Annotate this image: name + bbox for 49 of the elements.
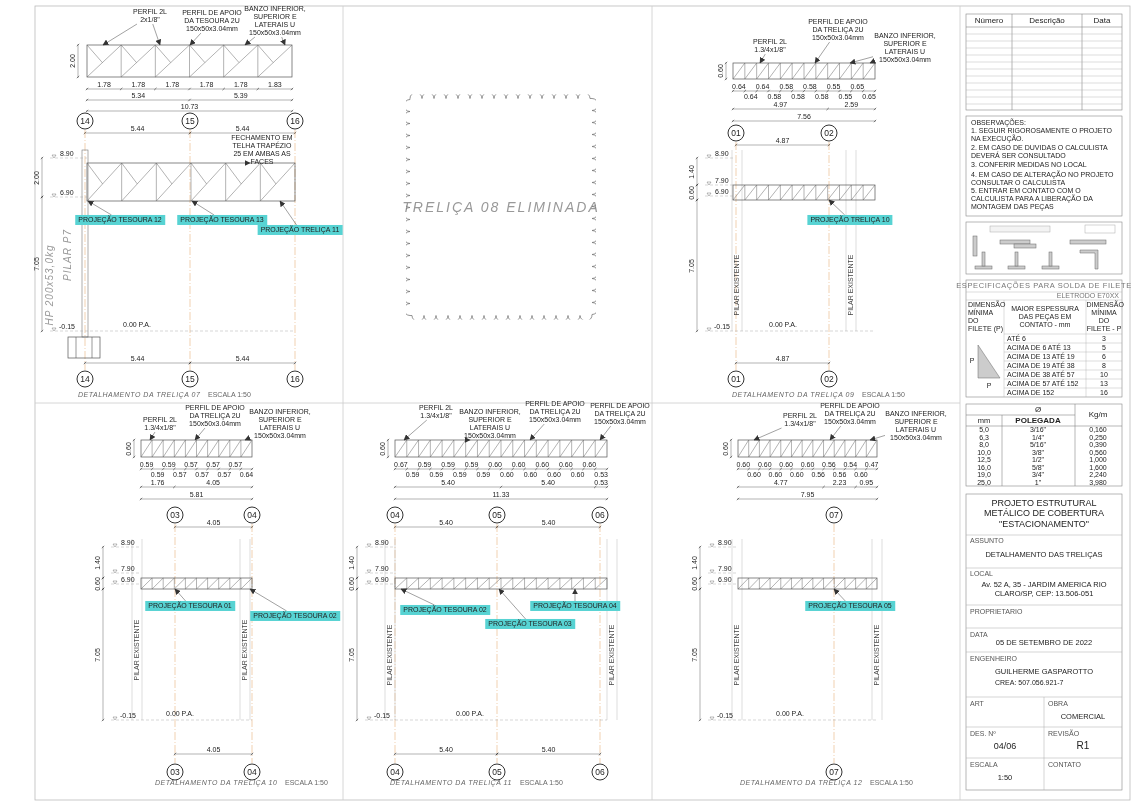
leader-line bbox=[869, 58, 877, 64]
grid-bubble: 04 bbox=[386, 506, 404, 524]
grid-bubble: 03 bbox=[166, 506, 184, 524]
leader-line bbox=[465, 437, 471, 443]
pillar-label: PILAR P7 bbox=[62, 229, 74, 281]
truss-drawing bbox=[394, 439, 608, 458]
grid-bubble: 05 bbox=[488, 763, 506, 781]
grid-bubble: 02 bbox=[820, 124, 838, 142]
truss-drawing bbox=[732, 184, 876, 201]
field-value: R1 bbox=[1076, 740, 1090, 752]
grid-bubble: 04 bbox=[243, 506, 261, 524]
truss-drawing bbox=[86, 44, 293, 78]
leader-line bbox=[245, 160, 251, 166]
table-header: Número bbox=[974, 15, 1004, 26]
leader-line bbox=[280, 36, 286, 46]
grid-bubble: 06 bbox=[591, 763, 609, 781]
grid-bubble: 14 bbox=[76, 370, 94, 388]
leader-line bbox=[244, 435, 252, 441]
grid-bubble: 07 bbox=[825, 506, 843, 524]
grid-bubble: 16 bbox=[286, 370, 304, 388]
table-header: POLEGADA bbox=[1015, 415, 1061, 426]
truss-drawing bbox=[394, 577, 608, 590]
truss-drawing bbox=[140, 577, 253, 590]
project-title: PROJETO ESTRUTURAL METÁLICO DE COBERTURA "ESTACIONAMENTO" bbox=[983, 498, 1105, 530]
truss-drawing bbox=[737, 577, 878, 590]
grid-bubble: 15 bbox=[181, 112, 199, 130]
grid-bubble: 07 bbox=[825, 763, 843, 781]
grid-bubble: 03 bbox=[166, 763, 184, 781]
grid-bubble: 04 bbox=[386, 763, 404, 781]
grid-bubble: 05 bbox=[488, 506, 506, 524]
table-header: Ø bbox=[1034, 404, 1042, 415]
grid-bubble: 01 bbox=[727, 370, 745, 388]
grid-bubble: 16 bbox=[286, 112, 304, 130]
field-value: 04/06 bbox=[993, 740, 1017, 752]
grid-bubble: 06 bbox=[591, 506, 609, 524]
truss-drawing bbox=[86, 162, 296, 202]
grid-bubble: 02 bbox=[820, 370, 838, 388]
truss-drawing bbox=[732, 62, 876, 80]
table-header: Descrição bbox=[1029, 15, 1065, 26]
table-header: Data bbox=[1093, 15, 1111, 26]
table-header: Kg/m bbox=[1088, 410, 1108, 420]
pillar-label: HP 200x53,0kg bbox=[44, 244, 56, 326]
grid-bubble: 15 bbox=[181, 370, 199, 388]
truss-drawing bbox=[140, 439, 253, 458]
grid-bubble: 01 bbox=[727, 124, 745, 142]
leader-line bbox=[149, 431, 156, 441]
grid-bubble: 04 bbox=[243, 763, 261, 781]
grid-bubble: 14 bbox=[76, 112, 94, 130]
truss-drawing bbox=[737, 439, 878, 458]
